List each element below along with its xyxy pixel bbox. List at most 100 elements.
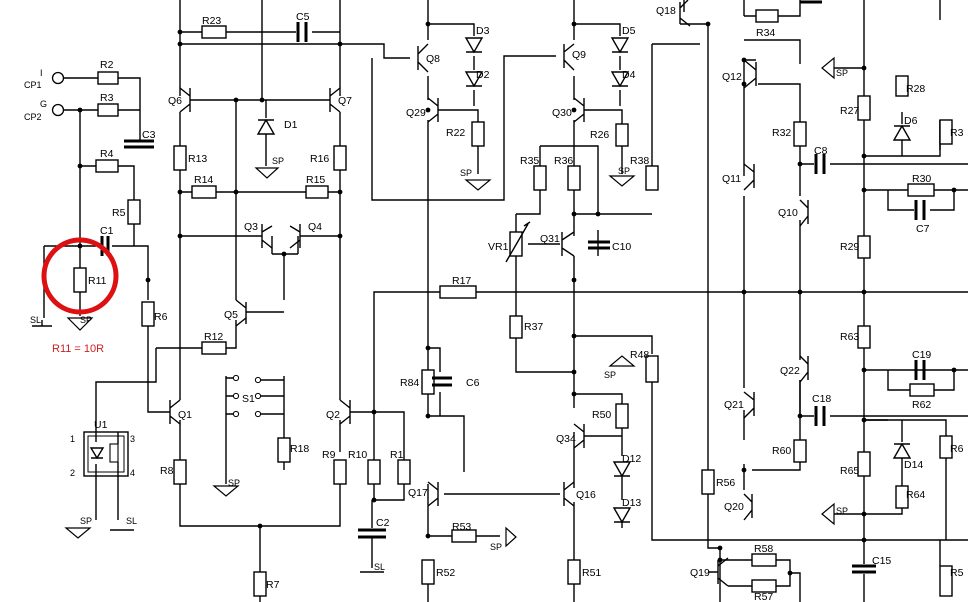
resistor-r58 [751,553,777,567]
resistor-r3b [939,119,953,145]
ground-sp-r22 [464,179,492,191]
label-cp1-b: CP1 [24,80,42,90]
transistor-q34 [573,423,585,449]
ground-sp-bottom [821,502,835,526]
label-q22: Q22 [780,365,800,377]
label-cp2-a: G [40,99,47,109]
transistor-q11 [743,163,755,191]
label-pin3: 3 [130,434,135,444]
resistor-r34 [755,9,779,23]
ground-sp-s1 [212,485,240,497]
label-r4: R4 [100,148,114,160]
label-r3b: R3 [950,127,964,139]
label-d12: D12 [622,453,641,465]
capacitor-c8 [814,154,826,174]
resistor-r22 [471,121,485,147]
label-r60: R60 [772,445,791,457]
diode-d12 [612,461,632,478]
label-r1: R1 [390,449,404,461]
label-q6: Q6 [168,95,182,107]
label-r5b: R5 [950,567,964,579]
label-pin4: 4 [130,468,135,478]
resistor-r27 [857,95,871,121]
capacitors [100,0,926,574]
diodes [256,37,912,524]
transistor-q16 [563,481,575,507]
label-r51: R51 [582,567,601,579]
ground-sp-u1 [64,527,92,539]
resistor-r8 [173,459,187,485]
label-q12: Q12 [722,71,742,83]
label-q7: Q7 [338,95,352,107]
transistor-q8 [417,43,429,73]
label-sp-r26: SP [618,166,630,176]
label-q1: Q1 [178,409,192,421]
label-c18: C18 [812,393,831,405]
resistor-r62 [909,383,935,397]
resistor-r57 [751,579,777,593]
capacitor-c5 [296,22,308,42]
label-d5: D5 [622,25,636,37]
resistor-r4 [95,159,119,173]
resistor-r1 [397,459,411,485]
label-sp-r11: SP [80,315,92,325]
annotation-r11-value: R11 = 10R [52,343,104,355]
label-q9: Q9 [572,49,586,61]
transistor-q21 [743,391,755,419]
label-r28: R28 [906,83,925,95]
label-q2: Q2 [326,409,340,421]
ground-sl-left [32,320,52,327]
label-sp-r50: SP [604,370,616,380]
capacitor-c19 [914,360,926,380]
diode-d5 [610,37,630,54]
label-r63: R63 [840,331,859,343]
diode-d3 [464,37,484,54]
label-r16: R16 [310,153,329,165]
label-r58: R58 [754,543,773,555]
transistor-q10 [799,199,809,227]
resistor-r64 [895,485,909,509]
label-r38: R38 [630,155,649,167]
label-sp-r53: SP [490,542,502,552]
resistor-r35 [533,165,547,191]
resistor-r32 [793,121,807,147]
label-d14: D14 [904,459,923,471]
label-r18: R18 [290,443,309,455]
label-cp1-a: I [40,68,43,78]
label-r34: R34 [756,27,775,39]
resistor-r11 [73,267,87,293]
resistor-r9 [333,459,347,485]
diode-d14 [892,442,912,459]
label-d1: D1 [284,119,298,131]
label-q16: Q16 [576,489,596,501]
label-r29: R29 [840,241,859,253]
resistor-r2 [97,71,119,85]
transistor-q1 [169,399,181,425]
label-r14: R14 [194,174,213,186]
connector-cp2 [51,103,65,117]
resistor-r12 [201,341,227,355]
capacitor-c6 [432,376,452,387]
optocoupler-u1 [83,431,129,477]
label-q11: Q11 [722,173,741,185]
label-r6: R6 [154,311,168,323]
capacitor-c15 [852,564,876,574]
label-r52: R52 [436,567,455,579]
capacitor-c2 [358,528,386,539]
label-d6: D6 [904,115,918,127]
label-r12: R12 [204,331,223,343]
ground-sp-r53 [505,526,517,548]
resistor-r65 [857,451,871,477]
label-sp-bottom: SP [836,506,848,516]
capacitor-c7 [914,200,926,220]
label-r37: R37 [524,321,543,333]
label-q29: Q29 [406,107,426,119]
label-pin1: 1 [70,434,75,444]
diode-d13 [612,507,632,524]
capacitor-c10 [588,240,610,250]
transistor-q31 [561,231,575,257]
label-vr1: VR1 [488,241,509,253]
diode-d6 [892,124,912,141]
resistor-r23 [201,25,227,39]
label-c15: C15 [872,555,891,567]
